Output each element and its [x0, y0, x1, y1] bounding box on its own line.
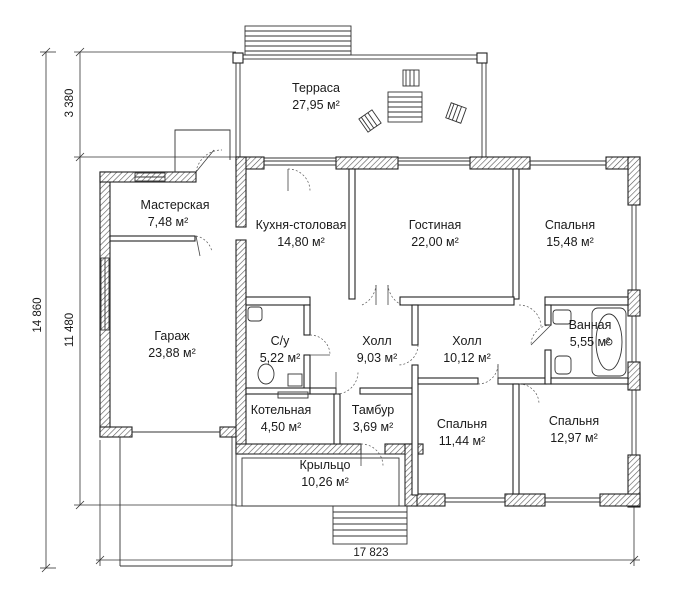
garage-name: Гараж: [154, 329, 190, 343]
bedroom2-area: 11,44 м²: [439, 434, 486, 448]
hall2-area: 10,12 м²: [443, 351, 491, 365]
porch-area: 10,26 м²: [301, 475, 349, 489]
bathroom-name: Ванная: [569, 318, 612, 332]
dim-terrace-depth: 3 380: [64, 89, 76, 118]
bedroom1-area: 15,48 м²: [546, 235, 594, 249]
bedroom3-name: Спальня: [549, 414, 599, 428]
porch-name: Крыльцо: [300, 458, 351, 472]
living-area: 22,00 м²: [411, 235, 459, 249]
doors: [287, 168, 552, 467]
bathroom-fixtures: [247, 306, 627, 399]
kitchen-name: Кухня-столовая: [256, 218, 347, 232]
workshop-entrance: [174, 129, 231, 257]
hall1-area: 9,03 м²: [357, 351, 398, 365]
dim-total-height: 14 860: [32, 297, 44, 332]
hall2-name: Холл: [452, 334, 481, 348]
dim-total-width: 17 823: [353, 547, 388, 559]
boiler-area: 4,50 м²: [261, 420, 302, 434]
garage-area: 23,88 м²: [148, 346, 196, 360]
bathroom-area: 5,55 м²: [570, 335, 611, 349]
terrace-area: 27,95 м²: [292, 98, 340, 112]
porch-stairs: [235, 453, 408, 545]
kitchen-area: 14,80 м²: [277, 235, 325, 249]
vestibule-area: 3,69 м²: [353, 420, 394, 434]
living-name: Гостиная: [409, 218, 461, 232]
workshop-name: Мастерская: [141, 198, 210, 212]
hall1-name: Холл: [362, 334, 391, 348]
boiler-name: Котельная: [251, 403, 312, 417]
bedroom1-name: Спальня: [545, 218, 595, 232]
terrace-name: Терраса: [292, 81, 340, 95]
terrace-furniture: [358, 69, 467, 133]
terrace-stairs: [244, 25, 352, 56]
room-labels: Терраса 27,95 м² Мастерская 7,48 м² Кухн…: [141, 81, 612, 489]
terrace: [232, 25, 488, 159]
vestibule-name: Тамбур: [352, 403, 394, 417]
dimension-lines: [40, 47, 640, 573]
wc-name: С/у: [271, 334, 291, 348]
workshop-area: 7,48 м²: [148, 215, 189, 229]
bedroom3-area: 12,97 м²: [550, 431, 598, 445]
garage-block: [99, 171, 237, 567]
wc-area: 5,22 м²: [260, 351, 301, 365]
house-walls: [235, 156, 641, 508]
dim-house-depth: 11 480: [64, 313, 76, 347]
bedroom2-name: Спальня: [437, 417, 487, 431]
